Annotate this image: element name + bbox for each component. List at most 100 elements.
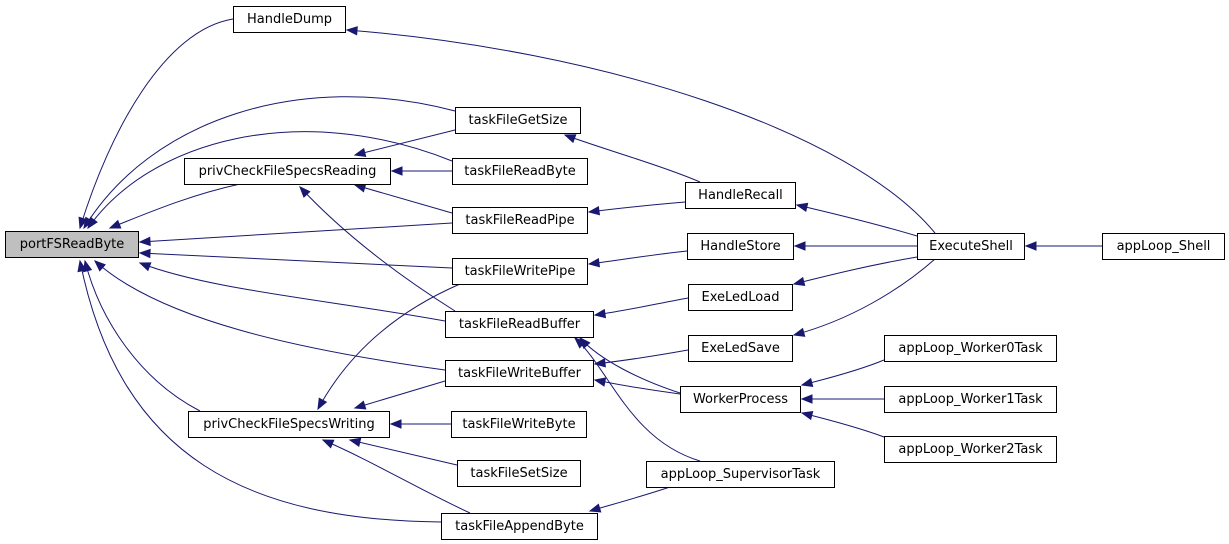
node-taskFileWritePipe[interactable]: taskFileWritePipe — [452, 258, 588, 285]
edge-HandleStore-to-taskFileWritePipe — [587, 250, 688, 268]
node-taskFileWriteByte[interactable]: taskFileWriteByte — [451, 411, 587, 438]
node-label: appLoop_Worker0Task — [898, 341, 1043, 356]
node-box — [680, 386, 801, 413]
node-box — [646, 461, 835, 488]
arrowhead-icon — [77, 259, 87, 273]
edge-line — [83, 96, 456, 229]
node-WorkerProcess[interactable]: WorkerProcess — [680, 386, 801, 413]
nodes-layer: portFSReadByte HandleDump taskFileGetSize p… — [5, 6, 1225, 540]
node-taskFileWriteBuffer[interactable]: taskFileWriteBuffer — [445, 360, 594, 387]
node-appLoop_Worker2Task[interactable]: appLoop_Worker2Task — [884, 436, 1057, 463]
edge-line — [354, 184, 453, 214]
node-appLoop_Worker0Task[interactable]: appLoop_Worker0Task — [884, 335, 1057, 362]
edge-line — [579, 337, 681, 394]
node-ExecuteShell[interactable]: ExecuteShell — [917, 233, 1025, 260]
arrowhead-icon — [587, 257, 601, 268]
arrowhead-icon — [795, 202, 809, 212]
node-label: appLoop_SupervisorTask — [661, 467, 821, 482]
node-HandleRecall[interactable]: HandleRecall — [685, 182, 796, 209]
edge-line — [594, 349, 689, 365]
edge-privCheckFileSpecsReading-to-portFSReadByte — [108, 183, 241, 229]
edge-line — [79, 18, 234, 229]
node-label: privCheckFileSpecsReading — [199, 164, 377, 179]
node-label: taskFileReadPipe — [465, 213, 574, 228]
node-box — [688, 335, 793, 362]
node-taskFileReadByte[interactable]: taskFileReadByte — [452, 158, 588, 185]
node-box — [457, 460, 581, 487]
edge-line — [354, 129, 456, 156]
edge-WorkerProcess-to-taskFileReadBuffer — [579, 337, 681, 394]
node-box — [685, 182, 796, 209]
edge-line — [801, 412, 885, 438]
edge-appLoop_Worker0Task-to-WorkerProcess — [800, 359, 885, 388]
edge-ExecuteShell-to-HandleRecall — [795, 202, 918, 237]
edge-taskFileWriteBuffer-to-privCheckFileSpecsWriting — [353, 380, 446, 410]
edge-taskFileWriteBuffer-to-portFSReadByte — [94, 260, 446, 371]
edge-appLoop_SupervisorTask-to-taskFileAppendByte — [588, 486, 671, 513]
edge-line — [564, 134, 701, 183]
node-box — [445, 360, 594, 387]
edge-line — [94, 260, 446, 371]
node-HandleDump[interactable]: HandleDump — [233, 6, 346, 33]
edge-line — [79, 260, 442, 523]
node-appLoop_Worker1Task[interactable]: appLoop_Worker1Task — [884, 386, 1057, 413]
node-box — [884, 335, 1057, 362]
edge-line — [354, 380, 446, 409]
edge-line — [793, 258, 936, 336]
node-taskFileSetSize[interactable]: taskFileSetSize — [457, 460, 581, 487]
node-label: HandleStore — [700, 239, 780, 254]
edge-taskFileAppendByte-to-privCheckFileSpecsWriting — [321, 439, 471, 514]
arrowhead-icon — [563, 134, 577, 144]
node-box — [884, 436, 1057, 463]
edge-taskFileReadPipe-to-portFSReadByte — [138, 222, 453, 247]
edge-ExecuteShell-to-HandleDump — [345, 26, 936, 234]
arrowhead-icon — [587, 205, 601, 216]
edge-line — [109, 183, 241, 229]
node-appLoop_Shell[interactable]: appLoop_Shell — [1102, 233, 1225, 260]
arrowhead-icon — [793, 241, 806, 251]
node-ExeLedLoad[interactable]: ExeLedLoad — [688, 284, 793, 311]
node-HandleStore[interactable]: HandleStore — [687, 233, 794, 260]
node-label: appLoop_Worker1Task — [898, 392, 1043, 407]
node-taskFileReadBuffer[interactable]: taskFileReadBuffer — [445, 311, 594, 338]
edge-line — [349, 439, 458, 466]
arrowhead-icon — [792, 327, 806, 337]
edge-line — [322, 439, 471, 514]
arrowhead-icon — [593, 308, 607, 319]
node-taskFileAppendByte[interactable]: taskFileAppendByte — [441, 513, 598, 540]
edge-line — [588, 250, 688, 265]
node-privCheckFileSpecsWriting[interactable]: privCheckFileSpecsWriting — [188, 411, 390, 438]
edge-taskFileWriteByte-to-privCheckFileSpecsWriting — [389, 419, 451, 429]
edge-taskFileReadBuffer-to-privCheckFileSpecsReading — [299, 186, 456, 312]
edge-ExecuteShell-to-ExeLedLoad — [792, 256, 918, 287]
node-portFSReadByte[interactable]: portFSReadByte — [5, 231, 139, 258]
node-ExeLedSave[interactable]: ExeLedSave — [688, 335, 793, 362]
node-taskFileReadPipe[interactable]: taskFileReadPipe — [452, 207, 588, 234]
arrowhead-icon — [353, 147, 367, 158]
arrowhead-icon — [390, 166, 403, 176]
node-box — [441, 513, 598, 540]
node-label: taskFileWriteBuffer — [458, 366, 582, 381]
edge-taskFileReadPipe-to-privCheckFileSpecsReading — [353, 183, 453, 214]
node-label: taskFileWritePipe — [465, 264, 576, 279]
edge-ExecuteShell-to-HandleStore — [793, 241, 917, 251]
arrowhead-icon — [1024, 241, 1037, 251]
arrowhead-icon — [800, 377, 814, 388]
arrowhead-icon — [87, 216, 98, 230]
edge-line — [594, 297, 689, 316]
arrowhead-icon — [94, 260, 106, 272]
edge-privCheckFileSpecsWriting-to-portFSReadByte — [82, 259, 201, 412]
node-box — [452, 158, 588, 185]
edge-HandleDump-to-portFSReadByte — [78, 18, 234, 230]
edge-taskFileReadByte-to-portFSReadByte — [87, 131, 453, 230]
node-privCheckFileSpecsReading[interactable]: privCheckFileSpecsReading — [184, 158, 391, 185]
node-label: appLoop_Shell — [1117, 239, 1211, 254]
arrowhead-icon — [800, 394, 813, 404]
node-label: ExeLedLoad — [702, 290, 780, 305]
node-taskFileGetSize[interactable]: taskFileGetSize — [455, 107, 581, 134]
edge-line — [574, 337, 701, 462]
edge-ExeLedSave-to-taskFileWriteBuffer — [593, 349, 689, 368]
node-box — [688, 284, 793, 311]
edge-line — [139, 252, 453, 269]
node-appLoop_SupervisorTask[interactable]: appLoop_SupervisorTask — [646, 461, 835, 488]
